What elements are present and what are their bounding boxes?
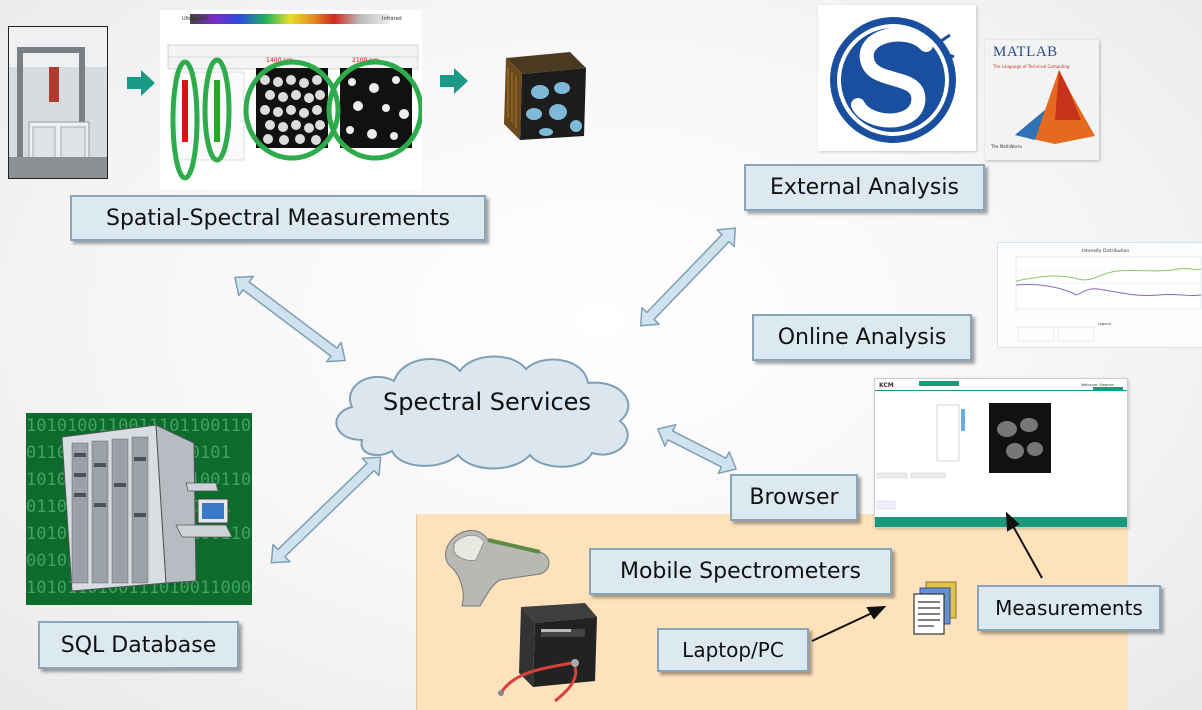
double-arrow-icon <box>234 275 346 363</box>
spectral-services-text: Spectral Services <box>383 388 591 416</box>
sql-database-text: SQL Database <box>60 632 217 658</box>
hyperspectral-cube-image <box>492 48 590 142</box>
intensity-chart-thumbnail: Intensity Distribution Legend <box>997 242 1202 348</box>
measurements-label: Measurements <box>977 585 1161 631</box>
mobile-spectrometers-text: Mobile Spectrometers <box>619 559 861 584</box>
welcome-user-text: Welcome: Stephan <box>1081 383 1114 387</box>
handheld-spectrometer-image <box>445 530 550 607</box>
mobile-spectrometers-label: Mobile Spectrometers <box>589 548 892 595</box>
kcm-logo-text: KCM <box>879 382 894 389</box>
browser-label: Browser <box>730 474 858 521</box>
double-arrow-icon <box>640 227 736 327</box>
intensity-chart-title: Intensity Distribution <box>1082 248 1129 254</box>
online-analysis-text: Online Analysis <box>777 325 947 350</box>
matlab-title-text: MATLAB <box>993 44 1058 60</box>
lab-setup-photo <box>8 26 108 179</box>
documents-icon <box>913 581 957 635</box>
online-analysis-label: Online Analysis <box>752 314 972 361</box>
teal-arrow-right-icon <box>127 70 155 96</box>
spectrum-left-label: Ultraviolet <box>182 16 208 22</box>
spatial-spectral-measurements-label: Spatial-Spectral Measurements <box>70 195 486 241</box>
marker-1400-label: 1400 nm <box>266 57 293 64</box>
external-analysis-text: External Analysis <box>770 175 959 200</box>
intensity-chart-legend-title: Legend <box>1098 322 1111 326</box>
matlab-logo: The MathWorks MATLAB The Language of Tec… <box>985 40 1099 160</box>
measurements-text: Measurements <box>995 596 1143 620</box>
teal-arrow-right-icon <box>440 68 468 94</box>
benchtop-spectrometer-image <box>498 603 597 703</box>
spectrum-right-label: Infrared <box>382 16 402 22</box>
double-arrow-icon <box>270 456 382 564</box>
laptop-pc-label: Laptop/PC <box>657 628 809 672</box>
spatial-spectral-text: Spatial-Spectral Measurements <box>106 205 450 231</box>
scilab-logo <box>818 5 976 151</box>
double-arrow-icon <box>657 423 737 475</box>
spectral-services-cloud <box>335 355 630 470</box>
spectral-chart-image: Ultraviolet Infrared 1400 nm 2100 nm <box>160 10 424 190</box>
web-app-screenshot: KCM Welcome: Stephan <box>874 378 1128 528</box>
server-rack-image: 1010100110011101100110 01101010110100110… <box>26 413 252 605</box>
sql-database-label: SQL Database <box>38 621 239 669</box>
laptop-pc-text: Laptop/PC <box>682 638 784 662</box>
matlab-vendor-text: The MathWorks <box>990 144 1022 149</box>
external-analysis-label: External Analysis <box>744 164 985 211</box>
matlab-subtitle-text: The Language of Technical Computing <box>993 64 1070 69</box>
browser-text: Browser <box>749 485 839 510</box>
